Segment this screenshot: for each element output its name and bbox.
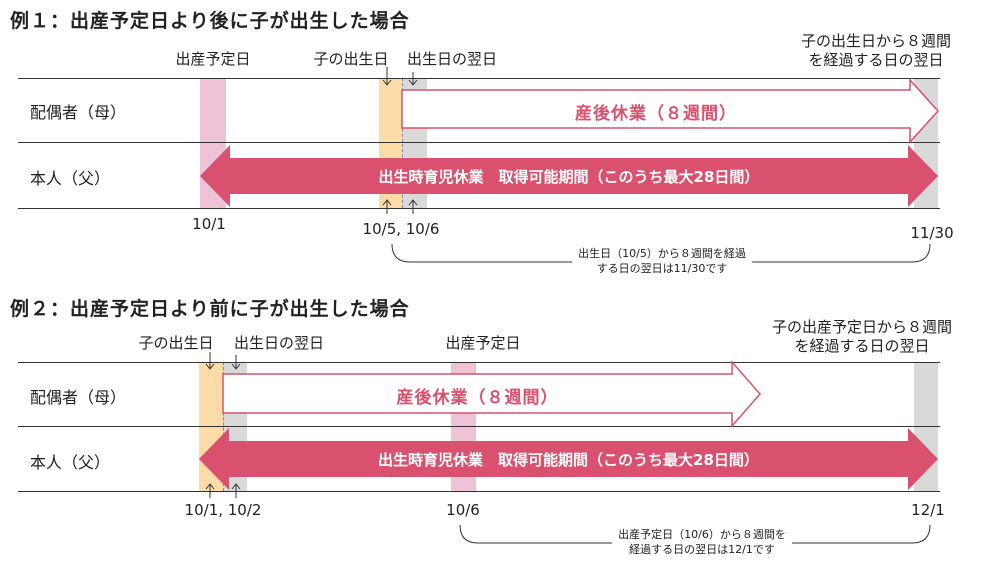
ex1-due-date-label: 出産予定日 (175, 50, 251, 68)
ex1-row-line-bottom (18, 208, 940, 209)
ex1-row-mother-label: 配偶者（母） (30, 103, 127, 122)
ex2-paternity-arrow (199, 428, 938, 490)
ex2-end-label-line1: 子の出産予定日から８週間 (771, 318, 953, 336)
ex2-row-line-bottom (18, 491, 940, 492)
ex2-birth-label: 子の出生日 (138, 334, 214, 352)
ex1-row-line-top (18, 78, 940, 79)
ex2-row-father-label: 本人（父） (30, 453, 111, 472)
ex1-postpartum-label: 産後休業（８週間） (575, 104, 737, 124)
ex1-row-line-mid (18, 142, 940, 143)
ex1-day-after-label: 出生日の翌日 (407, 50, 498, 68)
example2-title: 例２：出産予定日より前に子が出生した場合 (10, 298, 410, 320)
ex2-note: 出産予定日（10/6）から８週間を 経過する日の翌日は12/1です (612, 527, 792, 557)
ex1-end-label-line1: 子の出生日から８週間 (800, 32, 952, 50)
ex1-paternity-arrow (200, 145, 938, 207)
ex1-date-end: 11/30 (910, 224, 954, 242)
ex1-paternity-label: 出生時育児休業 取得可能期間（このうち最大28日間） (378, 168, 760, 186)
ex2-note-line2: 経過する日の翌日は12/1です (629, 543, 775, 556)
ex2-date-due: 10/6 (446, 501, 480, 519)
ex1-note-line2: する日の翌日は11/30です (596, 262, 728, 275)
example1-title: 例１：出産予定日より後に子が出生した場合 (10, 10, 410, 32)
ex1-birth-label: 子の出生日 (313, 50, 389, 68)
ex2-end-label-line2: を経過する日の翌日 (794, 337, 930, 355)
ex2-row-line-top (18, 362, 940, 363)
ex2-date-end: 12/1 (911, 501, 945, 519)
ex1-note: 出生日（10/5）から８週間を経過 する日の翌日は11/30です (572, 246, 752, 276)
ex2-row-mother-label: 配偶者（母） (30, 388, 127, 407)
ex1-postpartum-arrow (401, 78, 940, 144)
ex1-end-label-line2: を経過する日の翌日 (808, 51, 944, 69)
ex1-date-due: 10/1 (192, 215, 226, 233)
ex2-day-after-label: 出生日の翌日 (234, 334, 325, 352)
ex2-note-line1: 出産予定日（10/6）から８週間を (618, 528, 786, 541)
ex2-postpartum-label: 産後休業（８週間） (396, 388, 559, 408)
ex2-row-line-mid (18, 426, 940, 427)
ex1-row-father-label: 本人（父） (30, 169, 111, 188)
ex1-date-birth: 10/5, 10/6 (362, 220, 440, 238)
ex2-paternity-label: 出生時育児休業 取得可能期間（このうち最大28日間） (378, 451, 759, 469)
ex1-note-line1: 出生日（10/5）から８週間を経過 (578, 247, 746, 260)
ex2-date-birth: 10/1, 10/2 (184, 501, 262, 519)
ex2-postpartum-arrow (222, 360, 761, 428)
ex2-due-date-label: 出産予定日 (445, 334, 521, 352)
